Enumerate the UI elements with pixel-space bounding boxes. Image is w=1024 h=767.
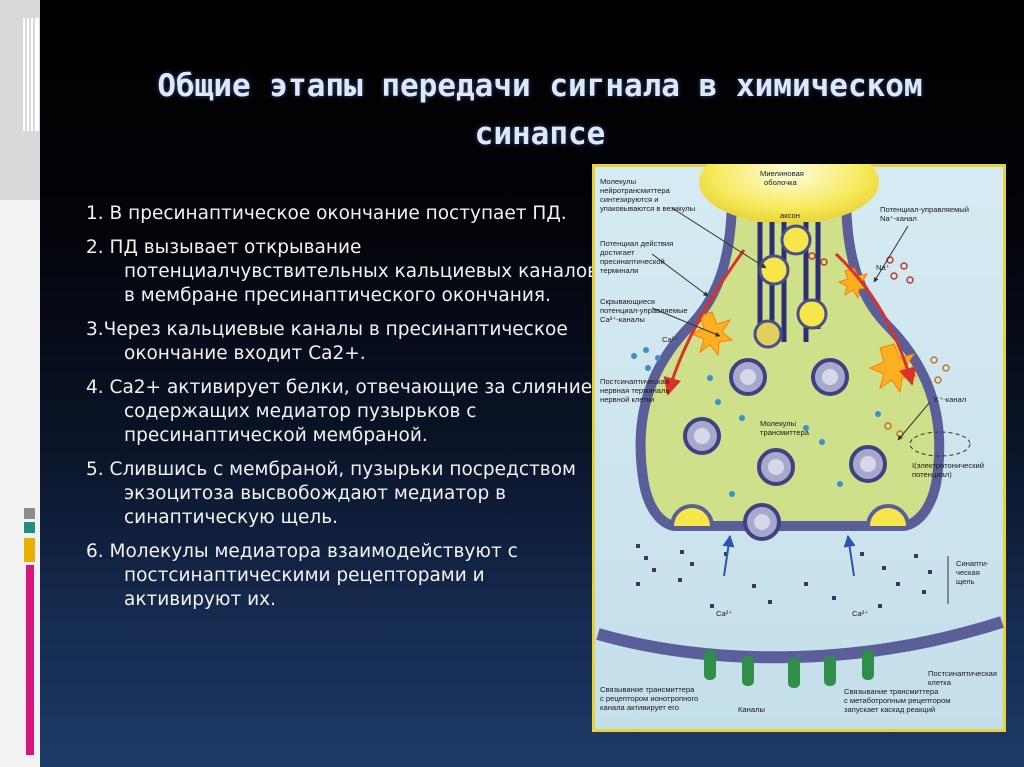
- label-na-ion: Na⁺: [876, 263, 890, 272]
- potassium-dots: [884, 356, 950, 438]
- label-axon: аксон: [780, 211, 800, 220]
- left-decor-bar-top: [0, 0, 40, 200]
- label-leader: [897, 401, 931, 441]
- steps-list: 1. В пресинаптическое окончание поступае…: [86, 202, 606, 622]
- label-ca-bottom-left: Ca²⁺: [716, 609, 732, 618]
- calcium-arrow: [722, 534, 735, 577]
- vesicle-yellow: [780, 224, 812, 256]
- accent-square-teal: [24, 522, 35, 533]
- step-4: 4. Ca2+ активирует белки, отвечающие за …: [86, 377, 593, 446]
- label-k-channel: K⁺-канал: [934, 395, 966, 404]
- accent-square-gray: [24, 508, 35, 519]
- title-line-1: Общие этапы передачи сигнала в химическо…: [157, 68, 923, 104]
- title-line-2: синапсе: [474, 116, 606, 152]
- receptor: [704, 650, 716, 680]
- postsynaptic-membrane: [596, 616, 1004, 664]
- receptor: [824, 656, 836, 686]
- accent-bar-magenta: [26, 565, 34, 755]
- electrotonic-ellipse: [909, 431, 971, 457]
- label-ca-bottom-right: Ca²⁺: [852, 609, 868, 618]
- step-5: 5. Слившись с мембраной, пузырьки посред…: [86, 459, 576, 528]
- burst-icon: [868, 343, 918, 394]
- step-6: 6. Молекулы медиатора взаимодействуют с …: [86, 541, 518, 610]
- action-potential-arrow: [834, 252, 917, 386]
- label-channels: Каналы: [738, 705, 765, 714]
- action-potential-bursts: [690, 267, 918, 394]
- receptor: [862, 650, 874, 680]
- label-leader: [651, 307, 721, 337]
- fusing-vesicle: [866, 504, 910, 527]
- fusing-vesicles: [670, 504, 910, 527]
- fusing-vesicle: [670, 504, 714, 527]
- step-1: 1. В пресинаптическое окончание поступае…: [86, 203, 567, 224]
- transmitter-vesicle: [743, 503, 781, 541]
- left-decor-strip: [0, 0, 40, 767]
- myelin-sheath: [699, 164, 879, 224]
- transmitter-vesicle: [811, 358, 849, 396]
- label-leader: [651, 253, 709, 297]
- step-3: 3.Через кальциевые каналы в пресинаптиче…: [86, 319, 568, 364]
- label-ca-ion: Ca²⁺: [662, 335, 678, 344]
- transmitter-vesicle: [849, 445, 887, 483]
- receptor: [788, 658, 800, 688]
- transmitter-vesicle: [757, 448, 795, 486]
- transmitter-vesicles: [683, 358, 887, 541]
- vesicle-yellow: [753, 319, 783, 349]
- receptors: [704, 650, 874, 688]
- vesicles-yellow: [753, 224, 828, 349]
- cleft-transmitter-dots: [636, 544, 932, 608]
- page-title: Общие этапы передачи сигнала в химическо…: [60, 62, 1020, 158]
- step-2: 2. ПД вызывает открывание потенциалчувст…: [86, 237, 599, 306]
- accent-square-yellow: [24, 538, 35, 562]
- transmitter-vesicle: [729, 358, 767, 396]
- calcium-arrow: [843, 534, 856, 577]
- receptor: [742, 656, 754, 686]
- label-leader: [671, 207, 767, 269]
- label-leader: [873, 225, 909, 283]
- burst-icon: [837, 267, 870, 300]
- accent-vertical-lines: [23, 18, 39, 131]
- calcium-dots: [631, 347, 881, 497]
- vesicle-yellow: [796, 298, 828, 330]
- vesicle-yellow: [758, 254, 790, 286]
- action-potential-arrow: [663, 249, 746, 396]
- transmitter-vesicle: [683, 417, 721, 455]
- label-cleft: Синапти-ческая щель: [956, 559, 989, 586]
